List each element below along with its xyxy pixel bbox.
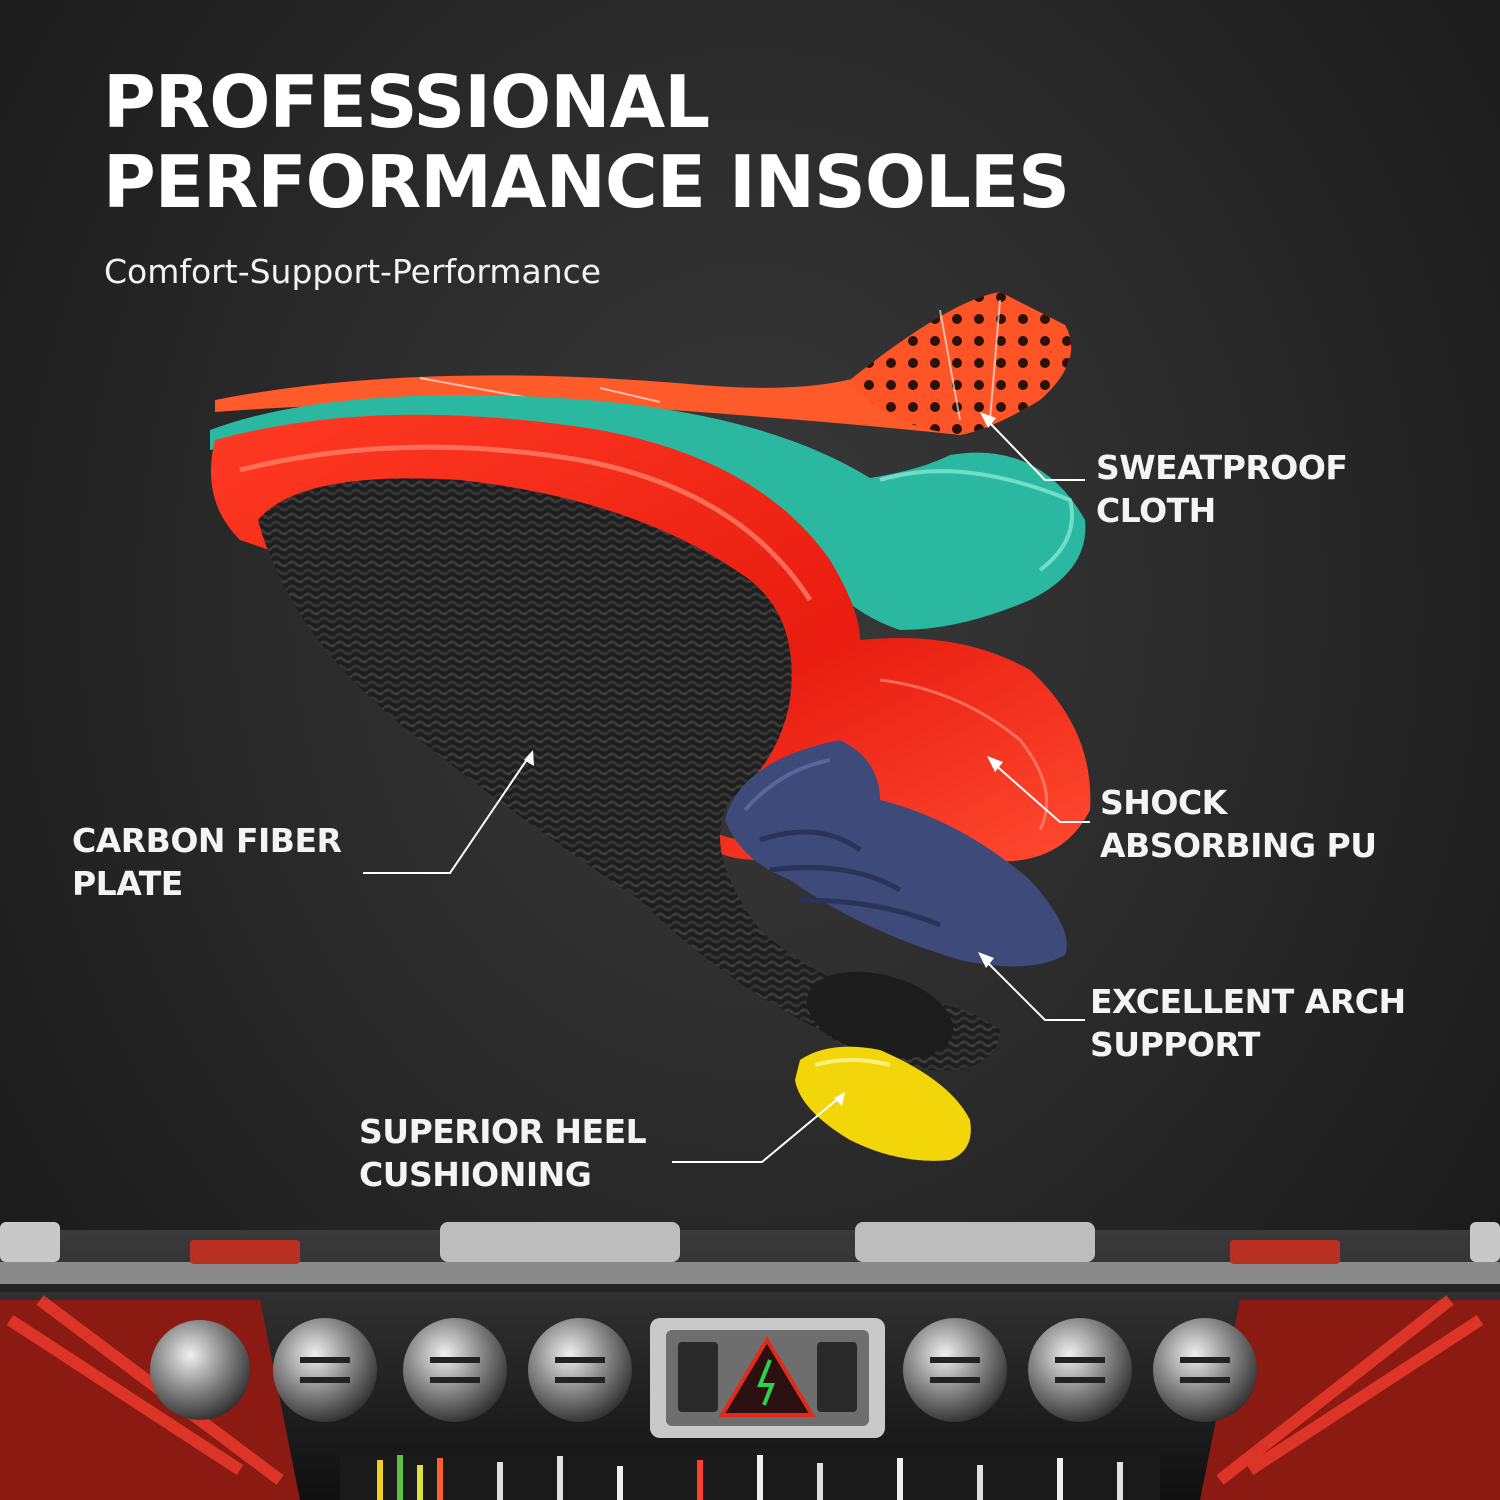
callout-line: EXCELLENT ARCH	[1090, 982, 1406, 1021]
callout-line: CARBON FIBER	[72, 821, 342, 860]
callout-line: PLATE	[72, 864, 183, 903]
callout-line: ABSORBING PU	[1100, 826, 1377, 865]
callout-sweatproof-cloth: SWEATPROOF CLOTH	[1096, 446, 1348, 532]
arch-leader	[982, 957, 1085, 1021]
heel-cushion-pad	[795, 1046, 971, 1161]
callout-superior-heel-cushioning: SUPERIOR HEEL CUSHIONING	[359, 1110, 647, 1196]
carbon-leader	[363, 754, 531, 874]
page-title: PROFESSIONAL PERFORMANCE INSOLES	[103, 60, 1070, 224]
callout-line: CUSHIONING	[359, 1155, 592, 1194]
callout-line: SUPERIOR HEEL	[359, 1112, 647, 1151]
callout-lines	[363, 417, 1090, 1163]
title-line-1: PROFESSIONAL	[103, 60, 710, 144]
tagline: Comfort-Support-Performance	[104, 252, 602, 291]
callout-excellent-arch-support: EXCELLENT ARCH SUPPORT	[1090, 980, 1406, 1066]
callout-arrowheads	[524, 412, 1003, 1106]
callout-shock-absorbing-pu: SHOCK ABSORBING PU	[1100, 781, 1377, 867]
callout-line: SUPPORT	[1090, 1025, 1260, 1064]
sweatproof-leader	[984, 417, 1085, 481]
callout-line: SHOCK	[1100, 783, 1227, 822]
led-bars	[340, 1450, 1160, 1500]
callout-line: CLOTH	[1096, 491, 1216, 530]
teal-layer	[210, 395, 1086, 630]
callout-line: SWEATPROOF	[1096, 448, 1348, 487]
shock-leader	[991, 761, 1090, 823]
carbon-fiber-plate	[258, 478, 1000, 1071]
heel-leader	[672, 1096, 841, 1163]
callout-carbon-fiber-plate: CARBON FIBER PLATE	[72, 819, 342, 905]
title-line-2: PERFORMANCE INSOLES	[103, 140, 1070, 224]
machine-panel-background	[0, 1222, 1500, 1500]
arch-support-pad	[725, 740, 1067, 967]
